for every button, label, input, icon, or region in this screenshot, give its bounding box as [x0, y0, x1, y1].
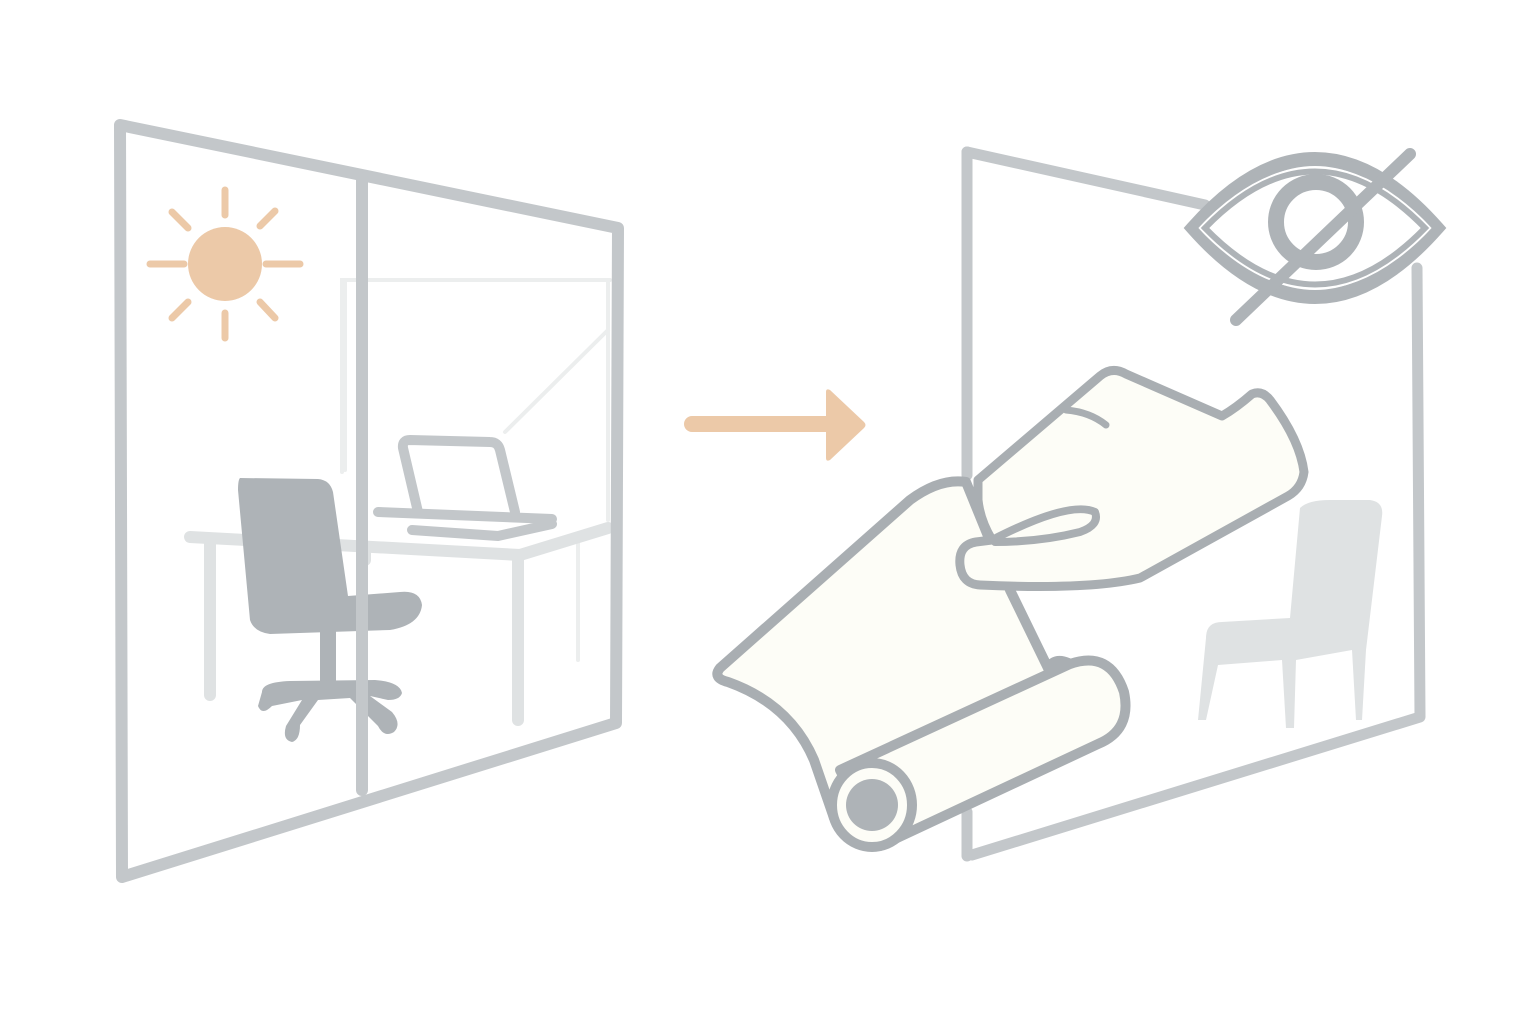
room-background — [340, 278, 612, 662]
laptop-icon — [373, 435, 557, 541]
film-roll-icon — [827, 655, 1131, 852]
sun-icon — [146, 186, 304, 342]
arrow-right-icon — [684, 389, 866, 461]
before-scene — [114, 119, 624, 883]
window-frame-icon — [961, 146, 1426, 862]
after-scene — [712, 146, 1447, 862]
window-frame-icon — [114, 119, 624, 883]
hand-icon — [955, 366, 1309, 591]
eye-slash-icon — [1183, 148, 1447, 326]
chair-icon — [1198, 500, 1383, 728]
